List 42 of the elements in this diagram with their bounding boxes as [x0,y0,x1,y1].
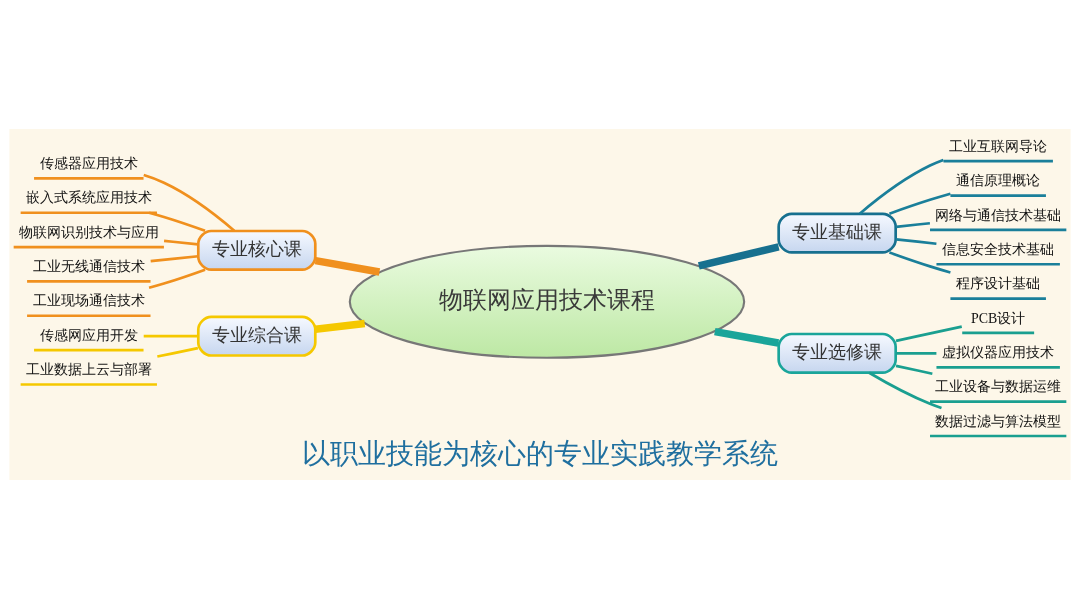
node-text: 数据过滤与算法模型 [935,413,1062,429]
caption: 以职业技能为核心的专业实践教学系统 [302,436,778,470]
connector [148,267,206,289]
connector [314,256,381,276]
node-text: 传感器应用技术 [39,155,138,171]
node-text: PCB设计 [971,310,1026,326]
connector [888,192,951,215]
connector [896,351,937,355]
node-ellipse: 物联网应用技术课程 [348,244,746,359]
connector [858,158,944,215]
node-text: 信息安全技术基础 [942,241,1055,257]
node-text: 嵌入式系统应用技术 [25,189,152,205]
connector [895,221,931,228]
connector [143,334,199,337]
node-box: 专业核心课 [196,229,317,271]
node-text: 物联网识别技术与应用 [18,224,159,240]
connector [157,346,199,358]
node-text: 虚拟仪器应用技术 [942,344,1055,360]
connector [148,210,206,232]
connector [315,319,366,333]
node-text: 网络与通信技术基础 [935,207,1062,223]
node-text: 程序设计基础 [956,275,1041,291]
node-text: 工业互联网导论 [949,138,1048,154]
connector [150,254,199,262]
connector [714,327,780,347]
node-text: 工业现场通信技术 [32,292,145,308]
connector [868,371,942,409]
connector [143,173,236,232]
node-box: 专业选修课 [777,332,897,374]
connector [895,237,937,245]
connector [163,238,199,246]
connector [895,364,933,375]
connector [889,250,951,274]
node-text: 传感网应用开发 [39,327,138,343]
node-box: 专业综合课 [196,315,317,357]
node-box: 专业基础课 [777,211,897,254]
node-text: 工业设备与数据运维 [935,378,1062,394]
node-text: 工业数据上云与部署 [25,361,152,377]
node-text: 通信原理概论 [956,172,1041,188]
node-text: 工业无线通信技术 [32,258,145,274]
connector [895,324,963,342]
connector [697,242,780,269]
